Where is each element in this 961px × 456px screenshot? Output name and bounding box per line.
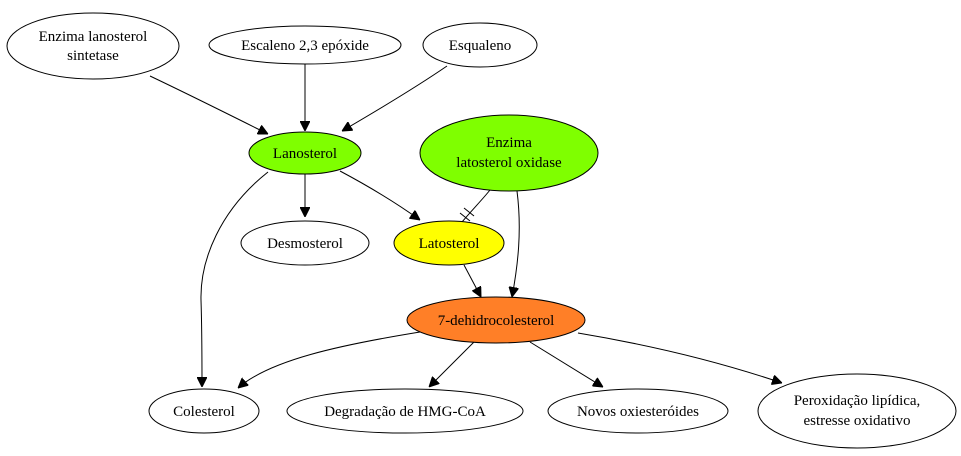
edge-dehidrocolesterol-to-oxiesteroides — [529, 341, 603, 387]
edge-lanosterol-to-latosterol — [339, 170, 420, 220]
node-enzima-latosterol-oxidase: Enzima latosterol oxidase — [419, 114, 599, 192]
node-lanosterol: Lanosterol — [248, 131, 362, 175]
svg-text:Desmosterol: Desmosterol — [267, 236, 343, 252]
node-novos-oxiesteroides: Novos oxiesteróides — [547, 388, 729, 434]
svg-text:Esqualeno: Esqualeno — [449, 38, 511, 54]
edge-enzima-latosterol-to-dehidrocolesterol — [512, 190, 520, 297]
edge-enzima-latosterol-to-latosterol — [461, 189, 491, 223]
edges — [149, 63, 782, 388]
node-degradacao-hmg-coa: Degradação de HMG-CoA — [286, 388, 524, 434]
edge-latosterol-to-dehidrocolesterol — [463, 264, 481, 297]
svg-text:sintetase: sintetase — [67, 48, 119, 64]
node-escaleno-epoxide: Escaleno 2,3 epóxide — [208, 25, 402, 65]
svg-text:Enzima lanosterol: Enzima lanosterol — [39, 29, 148, 45]
svg-text:Enzima: Enzima — [486, 135, 532, 151]
inhibition-mark — [459, 207, 475, 222]
edge-enzima-lanosterol-to-lanosterol — [149, 75, 268, 134]
svg-text:Latosterol: Latosterol — [419, 236, 480, 252]
node-colesterol: Colesterol — [148, 388, 260, 434]
svg-text:Escaleno 2,3 epóxide: Escaleno 2,3 epóxide — [241, 38, 369, 54]
svg-text:Novos oxiesteróides: Novos oxiesteróides — [577, 404, 699, 420]
svg-text:Colesterol: Colesterol — [173, 404, 235, 420]
svg-text:7-dehidrocolesterol: 7-dehidrocolesterol — [438, 313, 555, 329]
edge-dehidrocolesterol-to-peroxidacao — [577, 332, 782, 383]
node-7-dehidrocolesterol: 7-dehidrocolesterol — [406, 296, 586, 344]
svg-text:latosterol oxidase: latosterol oxidase — [456, 155, 562, 171]
node-peroxidacao-lipidica: Peroxidação lipídica, estresse oxidativo — [757, 373, 957, 449]
node-desmosterol: Desmosterol — [240, 220, 370, 266]
svg-text:Lanosterol: Lanosterol — [273, 146, 337, 162]
svg-text:Peroxidação lipídica,: Peroxidação lipídica, — [794, 393, 921, 409]
edge-lanosterol-to-colesterol — [201, 171, 269, 387]
svg-text:estresse oxidativo: estresse oxidativo — [803, 413, 910, 429]
edge-dehidrocolesterol-to-degradacao — [429, 341, 475, 387]
edge-dehidrocolesterol-to-colesterol — [238, 331, 421, 388]
svg-text:Degradação de HMG-CoA: Degradação de HMG-CoA — [324, 404, 486, 420]
node-enzima-lanosterol-sintetase: Enzima lanosterol sintetase — [6, 12, 180, 80]
node-esqualeno: Esqualeno — [422, 22, 538, 68]
edge-esqualeno-to-lanosterol — [342, 65, 448, 131]
node-latosterol: Latosterol — [393, 220, 505, 266]
